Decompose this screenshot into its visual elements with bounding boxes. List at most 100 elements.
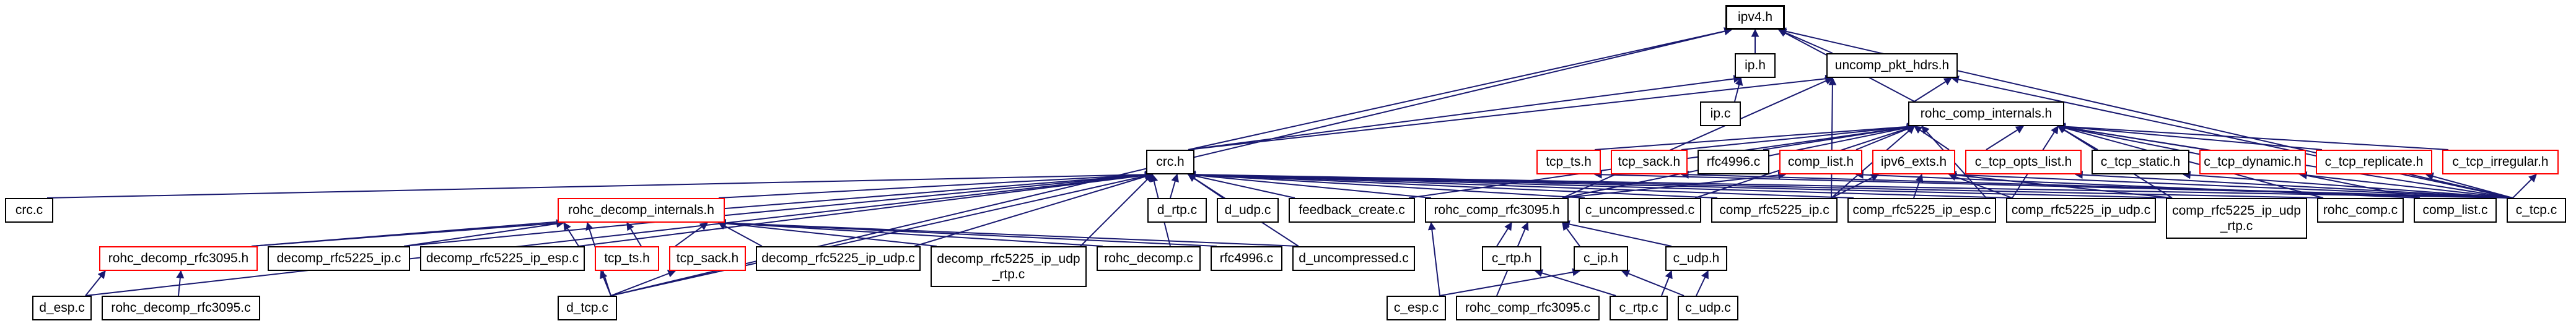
edge-c_tcp_opts_list_h--rohc_comp_internals_h bbox=[1986, 126, 2025, 150]
node-rohc_comp_rfc3095_h[interactable]: rohc_comp_rfc3095.h bbox=[1425, 198, 1569, 223]
node-crc_h[interactable]: crc.h bbox=[1146, 150, 1194, 174]
edge-tcp_sack_h_decomp--rohc_decomp_internals_h bbox=[675, 222, 709, 247]
edge-c_tcp_c--c_tcp_irregular_h bbox=[2512, 174, 2537, 199]
node-c_uncompressed_c[interactable]: c_uncompressed.c bbox=[1579, 198, 1701, 223]
edge-comp_rfc5225_ip_udp_c--ipv6_exts_h bbox=[1948, 173, 2013, 199]
edge-ip_c--ip_h bbox=[1734, 77, 1743, 102]
node-d_tcp_c[interactable]: d_tcp.c bbox=[558, 296, 617, 320]
node-c_tcp_static_h[interactable]: c_tcp_static.h bbox=[2092, 150, 2189, 174]
node-tcp_sack_h_decomp[interactable]: tcp_sack.h bbox=[669, 246, 746, 271]
node-d_rtp_c[interactable]: d_rtp.c bbox=[1147, 198, 1207, 223]
edge-c_tcp_c--c_tcp_dynamic_h bbox=[2298, 171, 2513, 199]
node-decomp_rfc5225_ip_udp_c[interactable]: decomp_rfc5225_ip_udp.c bbox=[756, 246, 921, 271]
node-d_udp_c[interactable]: d_udp.c bbox=[1217, 198, 1279, 223]
edge-d_tcp_c--tcp_ts_h_decomp bbox=[600, 270, 611, 296]
node-feedback_create_c[interactable]: feedback_create.c bbox=[1289, 198, 1415, 223]
edge-decomp_rfc5225_ip_udp_rtp_c--crc_h bbox=[1080, 174, 1153, 247]
edge-comp_rfc5225_ip_esp_c--crc_h bbox=[1187, 170, 1854, 199]
node-tcp_ts_h_comp[interactable]: tcp_ts.h bbox=[1536, 150, 1601, 174]
node-c_ip_h[interactable]: c_ip.h bbox=[1574, 246, 1628, 271]
edge-decomp_rfc5225_ip_esp_c--crc_h bbox=[578, 171, 1154, 247]
node-ip_c[interactable]: ip.c bbox=[1700, 101, 1741, 126]
node-c_udp_c[interactable]: c_udp.c bbox=[1678, 296, 1738, 320]
edge-c_tcp_c--tcp_sack_h_comp bbox=[1680, 170, 2513, 199]
edge-rohc_comp_rfc3095_h--comp_list_h bbox=[1562, 171, 1787, 199]
edge-d_tcp_c--crc_h bbox=[610, 172, 1154, 296]
node-comp_list_c[interactable]: comp_list.c bbox=[2414, 198, 2497, 223]
node-c_tcp_dynamic_h[interactable]: c_tcp_dynamic.h bbox=[2199, 150, 2306, 174]
node-comp_list_h[interactable]: comp_list.h bbox=[1779, 150, 1862, 174]
node-rohc_decomp_internals_h[interactable]: rohc_decomp_internals.h bbox=[558, 198, 725, 223]
edge-uncomp_pkt_hdrs_h--ipv4_h bbox=[1777, 28, 1833, 54]
edge-rohc_decomp_c--rohc_decomp_internals_h bbox=[717, 219, 1103, 247]
node-comp_rfc5225_ip_esp_c[interactable]: comp_rfc5225_ip_esp.c bbox=[1847, 198, 1996, 223]
node-rohc_comp_internals_h[interactable]: rohc_comp_internals.h bbox=[1908, 101, 2064, 126]
node-ip_h[interactable]: ip.h bbox=[1735, 53, 1776, 78]
node-tcp_ts_h_decomp[interactable]: tcp_ts.h bbox=[595, 246, 659, 271]
edge-c_rtp_h--rohc_comp_rfc3095_h bbox=[1496, 221, 1512, 247]
node-uncomp_pkt_hdrs_h[interactable]: uncomp_pkt_hdrs.h bbox=[1826, 53, 1958, 78]
edge-rohc_decomp_rfc3095_c--rohc_decomp_rfc3095_h bbox=[176, 270, 185, 296]
edge-d_tcp_c--tcp_sack_h_decomp bbox=[610, 270, 677, 296]
edge-crc_h--ip_h bbox=[1188, 75, 1742, 150]
edge-comp_rfc5225_ip_c--crc_h bbox=[1187, 171, 1718, 199]
node-decomp_rfc5225_ip_esp_c[interactable]: decomp_rfc5225_ip_esp.c bbox=[420, 246, 585, 271]
node-comp_rfc5225_ip_udp_rtp_c[interactable]: comp_rfc5225_ip_udp _rtp.c bbox=[2166, 198, 2307, 239]
node-tcp_sack_h_comp[interactable]: tcp_sack.h bbox=[1611, 150, 1688, 174]
edge-comp_rfc5225_ip_udp_c--crc_h bbox=[1187, 170, 2013, 199]
node-rohc_decomp_rfc3095_c[interactable]: rohc_decomp_rfc3095.c bbox=[102, 296, 260, 320]
edge-rohc_comp_rfc3095_h--crc_h bbox=[1187, 171, 1432, 199]
edge-tcp_sack_h_comp--rohc_comp_internals_h bbox=[1681, 122, 1916, 150]
edge-c_uncompressed_c--crc_h bbox=[1187, 171, 1585, 199]
edge-d_esp_c--crc_h bbox=[85, 171, 1154, 296]
node-c_udp_h[interactable]: c_udp.h bbox=[1665, 246, 1727, 271]
node-c_rtp_c[interactable]: c_rtp.c bbox=[1610, 296, 1668, 320]
edge-c_tcp_replicate_h--rohc_comp_internals_h bbox=[2057, 122, 2323, 150]
edge-c_tcp_c--c_tcp_opts_list_h bbox=[2074, 171, 2513, 199]
edge-c_rtp_c--c_udp_h bbox=[1661, 270, 1673, 296]
node-comp_rfc5225_ip_c[interactable]: comp_rfc5225_ip.c bbox=[1711, 198, 1838, 223]
edge-comp_rfc5225_ip_udp_rtp_c--ipv6_exts_h bbox=[1948, 171, 2173, 199]
node-rohc_comp_c[interactable]: rohc_comp.c bbox=[2317, 198, 2404, 223]
edge-feedback_create_c--crc_h bbox=[1187, 172, 1295, 199]
node-comp_rfc5225_ip_udp_c[interactable]: comp_rfc5225_ip_udp.c bbox=[2006, 198, 2156, 223]
node-crc_c[interactable]: crc.c bbox=[5, 198, 53, 223]
node-rohc_decomp_rfc3095_h[interactable]: rohc_decomp_rfc3095.h bbox=[99, 246, 258, 271]
edge-c_tcp_irregular_h--rohc_comp_internals_h bbox=[2057, 122, 2449, 150]
node-c_tcp_irregular_h[interactable]: c_tcp_irregular.h bbox=[2442, 150, 2559, 174]
node-c_esp_c[interactable]: c_esp.c bbox=[1387, 296, 1446, 320]
edge-c_tcp_c--c_tcp_replicate_h bbox=[2425, 172, 2513, 199]
edge-decomp_rfc5225_ip_udp_rtp_c--rohc_decomp_internals_h bbox=[717, 219, 937, 247]
node-ipv6_exts_h[interactable]: ipv6_exts.h bbox=[1872, 150, 1955, 174]
node-d_esp_c[interactable]: d_esp.c bbox=[32, 296, 92, 320]
edge-c_tcp_c--uncomp_pkt_hdrs_h bbox=[1950, 75, 2513, 199]
node-rfc4996_c_comp[interactable]: rfc4996.c bbox=[1698, 150, 1769, 174]
node-rohc_comp_rfc3095_c[interactable]: rohc_comp_rfc3095.c bbox=[1456, 296, 1600, 320]
edge-c_tcp_c--c_tcp_static_h bbox=[2182, 171, 2513, 199]
edge-rohc_comp_rfc3095_h--uncomp_pkt_hdrs_h bbox=[1562, 77, 1834, 199]
edge-d_esp_c--rohc_decomp_rfc3095_h bbox=[85, 270, 106, 296]
edge-c_udp_c--c_udp_h bbox=[1696, 270, 1709, 296]
edge-rohc_comp_internals_h--uncomp_pkt_hdrs_h bbox=[1914, 77, 1953, 102]
edge-crc_c--crc_h bbox=[46, 170, 1154, 199]
node-c_rtp_h[interactable]: c_rtp.h bbox=[1482, 246, 1541, 271]
edge-crc_h--ipv4_h bbox=[1188, 27, 1733, 150]
node-d_uncompressed_c[interactable]: d_uncompressed.c bbox=[1292, 246, 1415, 271]
node-decomp_rfc5225_ip_c[interactable]: decomp_rfc5225_ip.c bbox=[268, 246, 410, 271]
node-ipv4_h[interactable]: ipv4.h bbox=[1725, 5, 1785, 30]
edge-c_tcp_c--crc_h bbox=[1187, 170, 2513, 199]
edge-c_tcp_c--ipv6_exts_h bbox=[1948, 170, 2513, 199]
edge-tcp_ts_h_comp--rohc_comp_internals_h bbox=[1594, 122, 1916, 150]
node-rohc_decomp_c[interactable]: rohc_decomp.c bbox=[1097, 246, 1201, 271]
edge-tcp_ts_h_decomp--rohc_decomp_internals_h bbox=[626, 221, 642, 247]
node-decomp_rfc5225_ip_udp_rtp_c[interactable]: decomp_rfc5225_ip_udp _rtp.c bbox=[931, 246, 1087, 287]
edge-decomp_rfc5225_ip_esp_c--rohc_decomp_internals_h bbox=[563, 221, 579, 247]
node-c_tcp_opts_list_h[interactable]: c_tcp_opts_list.h bbox=[1965, 150, 2082, 174]
node-c_tcp_c[interactable]: c_tcp.c bbox=[2507, 198, 2566, 223]
edge-c_esp_c--c_ip_h bbox=[1439, 268, 1581, 296]
node-rfc4996_c_decomp[interactable]: rfc4996.c bbox=[1211, 246, 1282, 271]
edge-comp_rfc5225_ip_c--ipv6_exts_h bbox=[1831, 174, 1880, 199]
edge-rohc_decomp_rfc3095_h--rohc_decomp_internals_h bbox=[251, 219, 565, 247]
node-c_tcp_replicate_h[interactable]: c_tcp_replicate.h bbox=[2316, 150, 2432, 174]
